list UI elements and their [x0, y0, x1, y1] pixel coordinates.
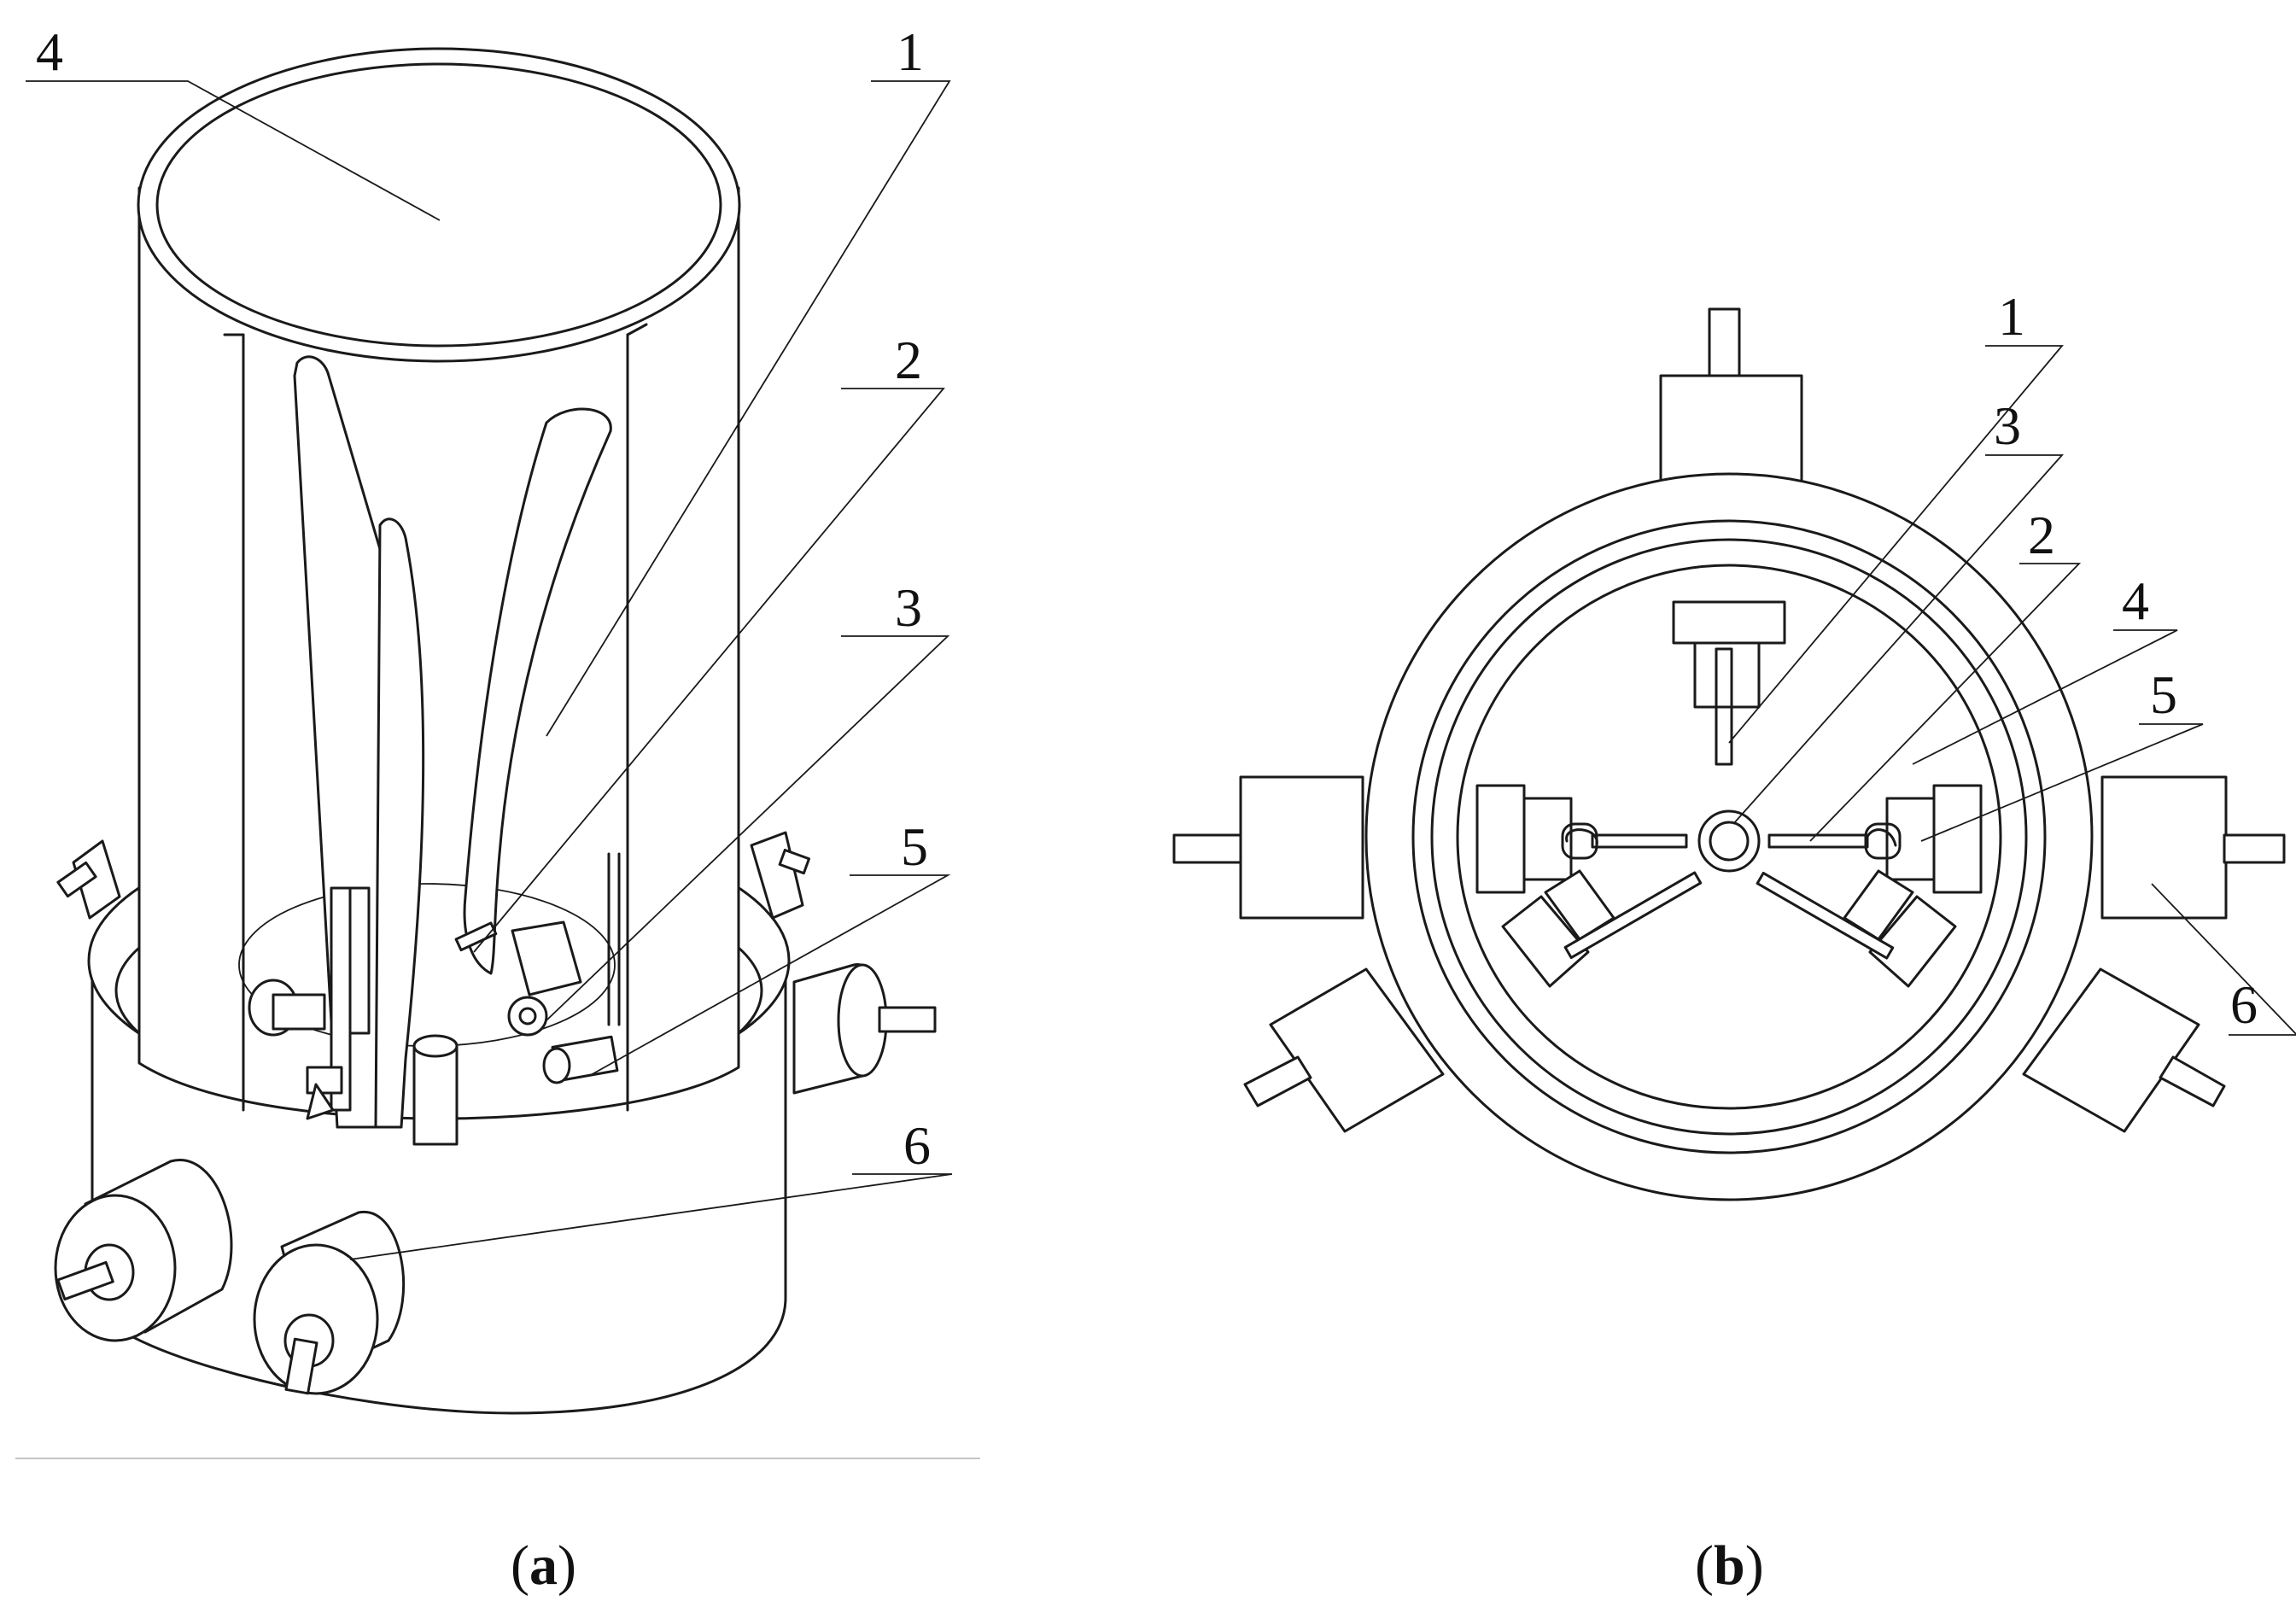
callout-leaders-a — [15, 80, 980, 1459]
callout-2: 2 — [895, 330, 922, 390]
mid-ring — [1411, 519, 2047, 1154]
callout-b-6: 6 — [2230, 974, 2258, 1035]
sensor-housing-right — [792, 963, 937, 1095]
sensor-housing-left-back — [56, 839, 121, 920]
sensor-housing-front-left — [54, 1159, 233, 1342]
sensor-housing-top — [1659, 307, 1803, 493]
callout-3: 3 — [895, 577, 922, 638]
callout-4: 4 — [36, 21, 63, 82]
panel-b-top-view: 1 3 2 4 5 6 (b) — [1172, 286, 2296, 1597]
sensor-housing-right-back — [750, 831, 811, 920]
callout-b-1: 1 — [1998, 286, 2025, 347]
inner-blocks — [1475, 600, 1983, 988]
callout-b-5: 5 — [2150, 664, 2177, 725]
sensor-housing-front — [253, 1211, 406, 1395]
sensor-housing-right-b — [2100, 775, 2286, 920]
callout-b-4: 4 — [2122, 570, 2149, 631]
callout-1: 1 — [897, 21, 924, 82]
inner-parts — [238, 355, 621, 1146]
panel-a-isometric-view: 4 1 2 3 5 6 (a) — [15, 21, 980, 1597]
caption-b: (b) — [1695, 1534, 1764, 1597]
sensor-housing-left — [1172, 775, 1364, 920]
spokes — [1561, 809, 1902, 960]
center-hub — [1697, 809, 1761, 873]
inner-ring — [1456, 564, 2002, 1110]
caption-a: (a) — [511, 1534, 576, 1597]
cylinder-4 — [137, 47, 741, 1120]
callout-b-2: 2 — [2028, 505, 2055, 565]
callout-5: 5 — [901, 816, 928, 877]
sensor-housing-lower-left — [1243, 967, 1445, 1133]
callout-6: 6 — [903, 1115, 931, 1176]
callout-leaders-b — [1728, 345, 2296, 1036]
callout-b-3: 3 — [1994, 395, 2021, 456]
sensor-housing-lower-right — [2022, 967, 2226, 1133]
